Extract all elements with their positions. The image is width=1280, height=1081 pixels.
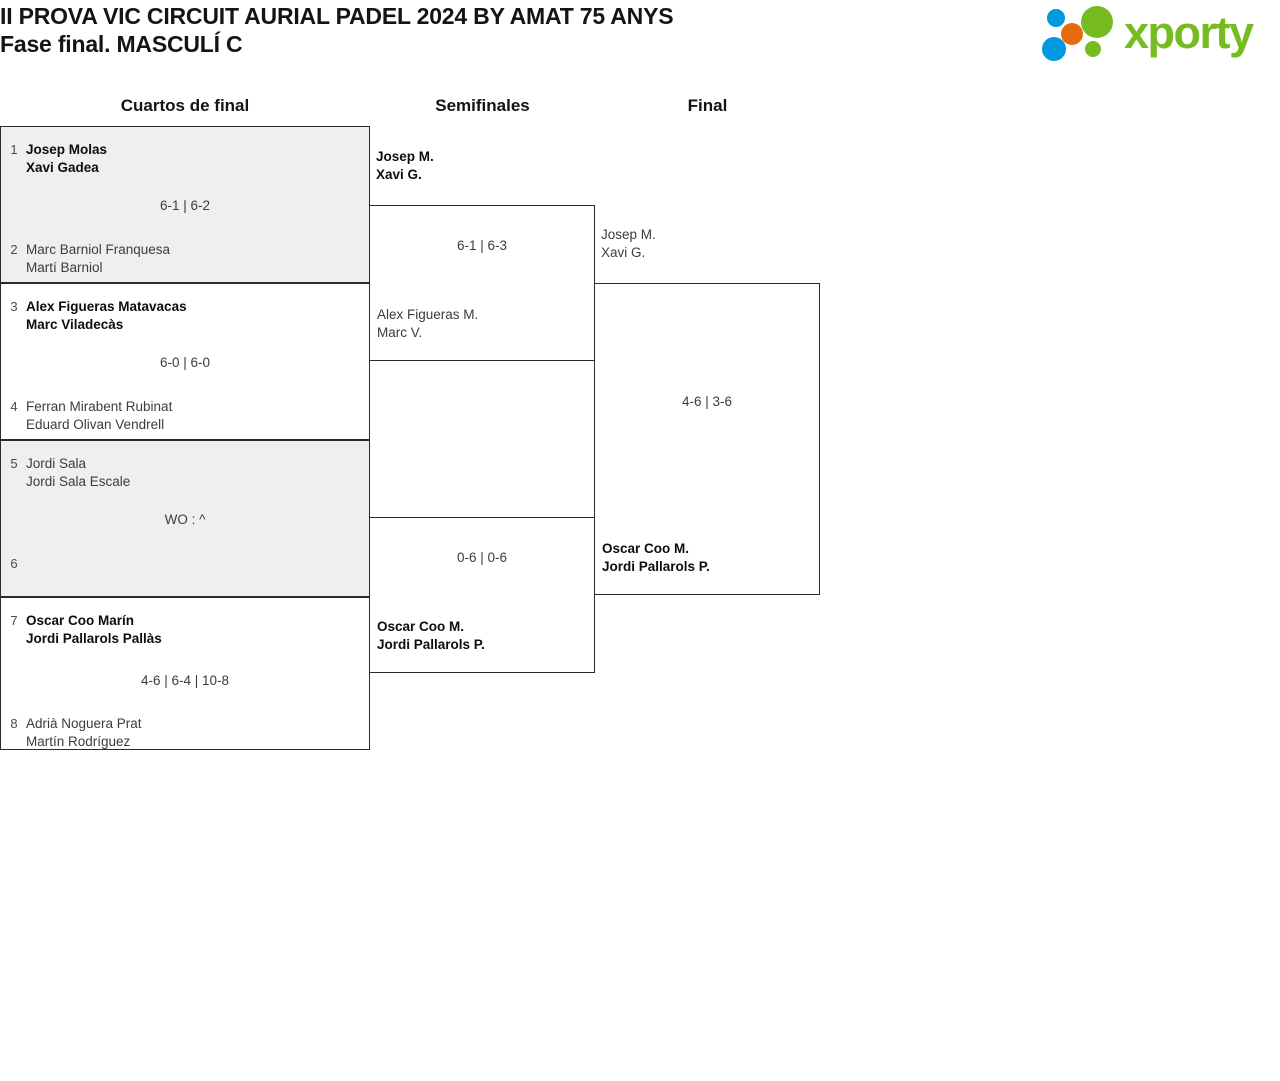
seed-number: 2 xyxy=(10,242,18,257)
player-name: Josep M. xyxy=(601,227,656,242)
match-box-final[interactable]: 4-6 | 3-6 Oscar Coo M. Jordi Pallarols P… xyxy=(594,283,820,595)
player-name: Xavi G. xyxy=(601,244,646,260)
seed-number: 4 xyxy=(10,399,18,414)
seed-number: 6 xyxy=(10,556,18,571)
seed-number: 3 xyxy=(10,299,18,314)
team-entry[interactable]: Josep Molas Xavi Gadea xyxy=(26,141,107,176)
player-name: Oscar Coo M. xyxy=(377,619,465,634)
player-name: Oscar Coo M. xyxy=(602,541,690,556)
tournament-subtitle: Fase final. MASCULÍ C xyxy=(0,31,243,57)
player-name: Jordi Sala Escale xyxy=(26,473,131,489)
match-score: 4-6 | 6-4 | 10-8 xyxy=(140,673,230,688)
round-header-semifinals: Semifinales xyxy=(435,96,530,115)
team-entry[interactable]: Marc Barniol Franquesa Martí Barniol xyxy=(26,241,170,276)
xporty-wordmark: xporty xyxy=(1124,7,1254,58)
round-header-final: Final xyxy=(687,96,728,115)
round-header-quarterfinals: Cuartos de final xyxy=(120,96,250,115)
player-name: Xavi Gadea xyxy=(26,159,99,175)
seed-number: 1 xyxy=(10,142,18,157)
match-box-qf-4[interactable]: 7 Oscar Coo Marín Jordi Pallarols Pallàs… xyxy=(0,597,370,750)
player-name: Jordi Pallarols Pallàs xyxy=(26,630,162,646)
player-name: Marc V. xyxy=(377,324,423,340)
player-name: Martín Rodríguez xyxy=(26,733,131,749)
player-name: Alex Figueras Matavacas xyxy=(26,299,187,314)
match-box-qf-3[interactable]: 5 Jordi Sala Jordi Sala Escale WO : ^ 6 xyxy=(0,440,370,597)
match-box-sf-2[interactable]: 0-6 | 0-6 Oscar Coo M. Jordi Pallarols P… xyxy=(369,517,595,673)
player-name: Adrià Noguera Prat xyxy=(26,716,142,731)
team-entry[interactable]: Alex Figueras M. Marc V. xyxy=(377,306,478,341)
page-header: II PROVA VIC CIRCUIT AURIAL PADEL 2024 B… xyxy=(0,0,1280,86)
player-name: Ferran Mirabent Rubinat xyxy=(26,399,173,414)
team-entry-champion[interactable]: Oscar Coo M. Jordi Pallarols P. xyxy=(602,540,710,575)
player-name: Jordi Pallarols P. xyxy=(602,558,710,574)
player-name: Xavi G. xyxy=(376,166,422,182)
match-box-qf-1[interactable]: 1 Josep Molas Xavi Gadea 6-1 | 6-2 2 Mar… xyxy=(0,126,370,283)
player-name: Josep M. xyxy=(376,149,434,164)
team-entry[interactable]: Alex Figueras Matavacas Marc Viladecàs xyxy=(26,298,187,333)
xporty-logo[interactable]: xporty xyxy=(1040,4,1276,62)
match-score: 4-6 | 3-6 xyxy=(681,394,733,409)
match-box-qf-2[interactable]: 3 Alex Figueras Matavacas Marc Viladecàs… xyxy=(0,283,370,440)
seed-number: 5 xyxy=(10,456,18,471)
team-entry-final-top[interactable]: Josep M. Xavi G. xyxy=(601,226,656,261)
match-score: WO : ^ xyxy=(164,512,206,527)
match-score: 6-0 | 6-0 xyxy=(159,355,211,370)
tournament-title-block: II PROVA VIC CIRCUIT AURIAL PADEL 2024 B… xyxy=(0,0,900,58)
seed-number: 8 xyxy=(10,716,18,731)
player-name: Marc Viladecàs xyxy=(26,316,124,332)
player-name: Oscar Coo Marín xyxy=(26,613,135,628)
match-score: 6-1 | 6-3 xyxy=(456,238,508,253)
xporty-dots-icon xyxy=(1042,6,1113,61)
match-score: 0-6 | 0-6 xyxy=(456,550,508,565)
team-entry[interactable]: Oscar Coo M. Jordi Pallarols P. xyxy=(377,618,485,653)
team-entry[interactable]: Jordi Sala Jordi Sala Escale xyxy=(26,455,130,490)
tournament-title: II PROVA VIC CIRCUIT AURIAL PADEL 2024 B… xyxy=(0,3,674,29)
match-score: 6-1 | 6-2 xyxy=(159,198,211,213)
player-name: Alex Figueras M. xyxy=(377,307,479,322)
player-name: Marc Barniol Franquesa xyxy=(26,242,171,257)
player-name: Martí Barniol xyxy=(26,259,103,275)
tournament-bracket: 1 Josep Molas Xavi Gadea 6-1 | 6-2 2 Mar… xyxy=(0,126,860,766)
team-entry[interactable]: Ferran Mirabent Rubinat Eduard Olivan Ve… xyxy=(26,398,172,433)
seed-number: 7 xyxy=(10,613,18,628)
team-entry[interactable]: Oscar Coo Marín Jordi Pallarols Pallàs xyxy=(26,612,162,647)
team-entry-sf-1-top[interactable]: Josep M. Xavi G. xyxy=(376,148,434,183)
player-name: Jordi Pallarols P. xyxy=(377,636,485,652)
player-name: Jordi Sala xyxy=(26,456,87,471)
player-name: Eduard Olivan Vendrell xyxy=(26,416,165,432)
team-entry[interactable]: Adrià Noguera Prat Martín Rodríguez xyxy=(26,715,142,750)
match-box-sf-1[interactable]: 6-1 | 6-3 Alex Figueras M. Marc V. xyxy=(369,205,595,361)
player-name: Josep Molas xyxy=(26,142,108,157)
